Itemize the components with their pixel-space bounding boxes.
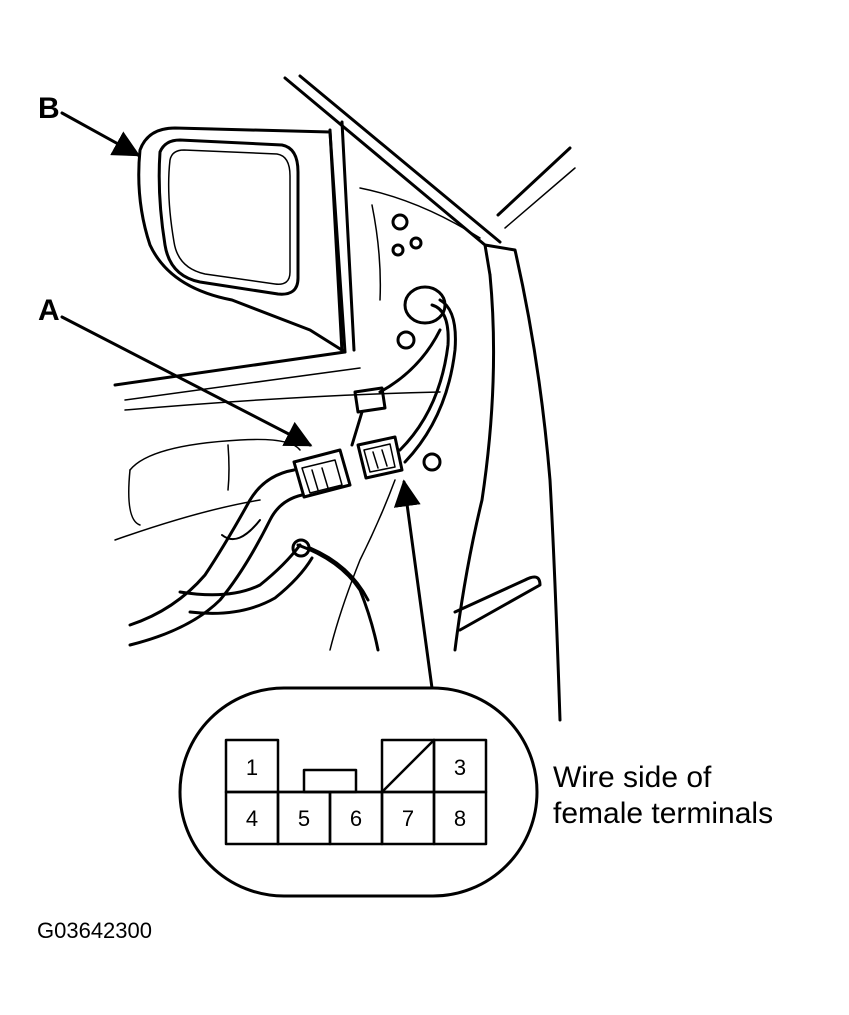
terminal-5: 5 bbox=[298, 806, 310, 831]
terminal-1: 1 bbox=[246, 755, 258, 780]
connector-plug-icon bbox=[292, 435, 404, 499]
terminal-7: 7 bbox=[402, 806, 414, 831]
door-frame-outline bbox=[113, 74, 576, 722]
leader-arrow-icon bbox=[60, 111, 141, 157]
door-wire-harness bbox=[128, 468, 380, 652]
mounting-holes bbox=[391, 213, 447, 472]
callout-label-a: A bbox=[38, 294, 60, 327]
terminal-inset-frame bbox=[178, 686, 539, 898]
terminal-6: 6 bbox=[350, 806, 362, 831]
leader-arrow-icon bbox=[393, 479, 434, 690]
terminal-grid bbox=[224, 738, 488, 846]
terminal-8: 8 bbox=[454, 806, 466, 831]
caption-line-2: female terminals bbox=[553, 797, 774, 830]
figure-id: G03642300 bbox=[37, 918, 152, 943]
leader-arrow-icon bbox=[60, 315, 313, 447]
door-mirror-illustration bbox=[137, 126, 347, 354]
caption-line-1: Wire side of bbox=[553, 761, 712, 794]
terminal-4: 4 bbox=[246, 806, 258, 831]
terminal-3: 3 bbox=[454, 755, 466, 780]
mirror-wire-harness bbox=[350, 298, 457, 464]
terminal-caption: Wire side of female terminals bbox=[553, 760, 773, 832]
callout-label-b: B bbox=[38, 92, 60, 125]
door-panel-contour bbox=[114, 438, 396, 651]
